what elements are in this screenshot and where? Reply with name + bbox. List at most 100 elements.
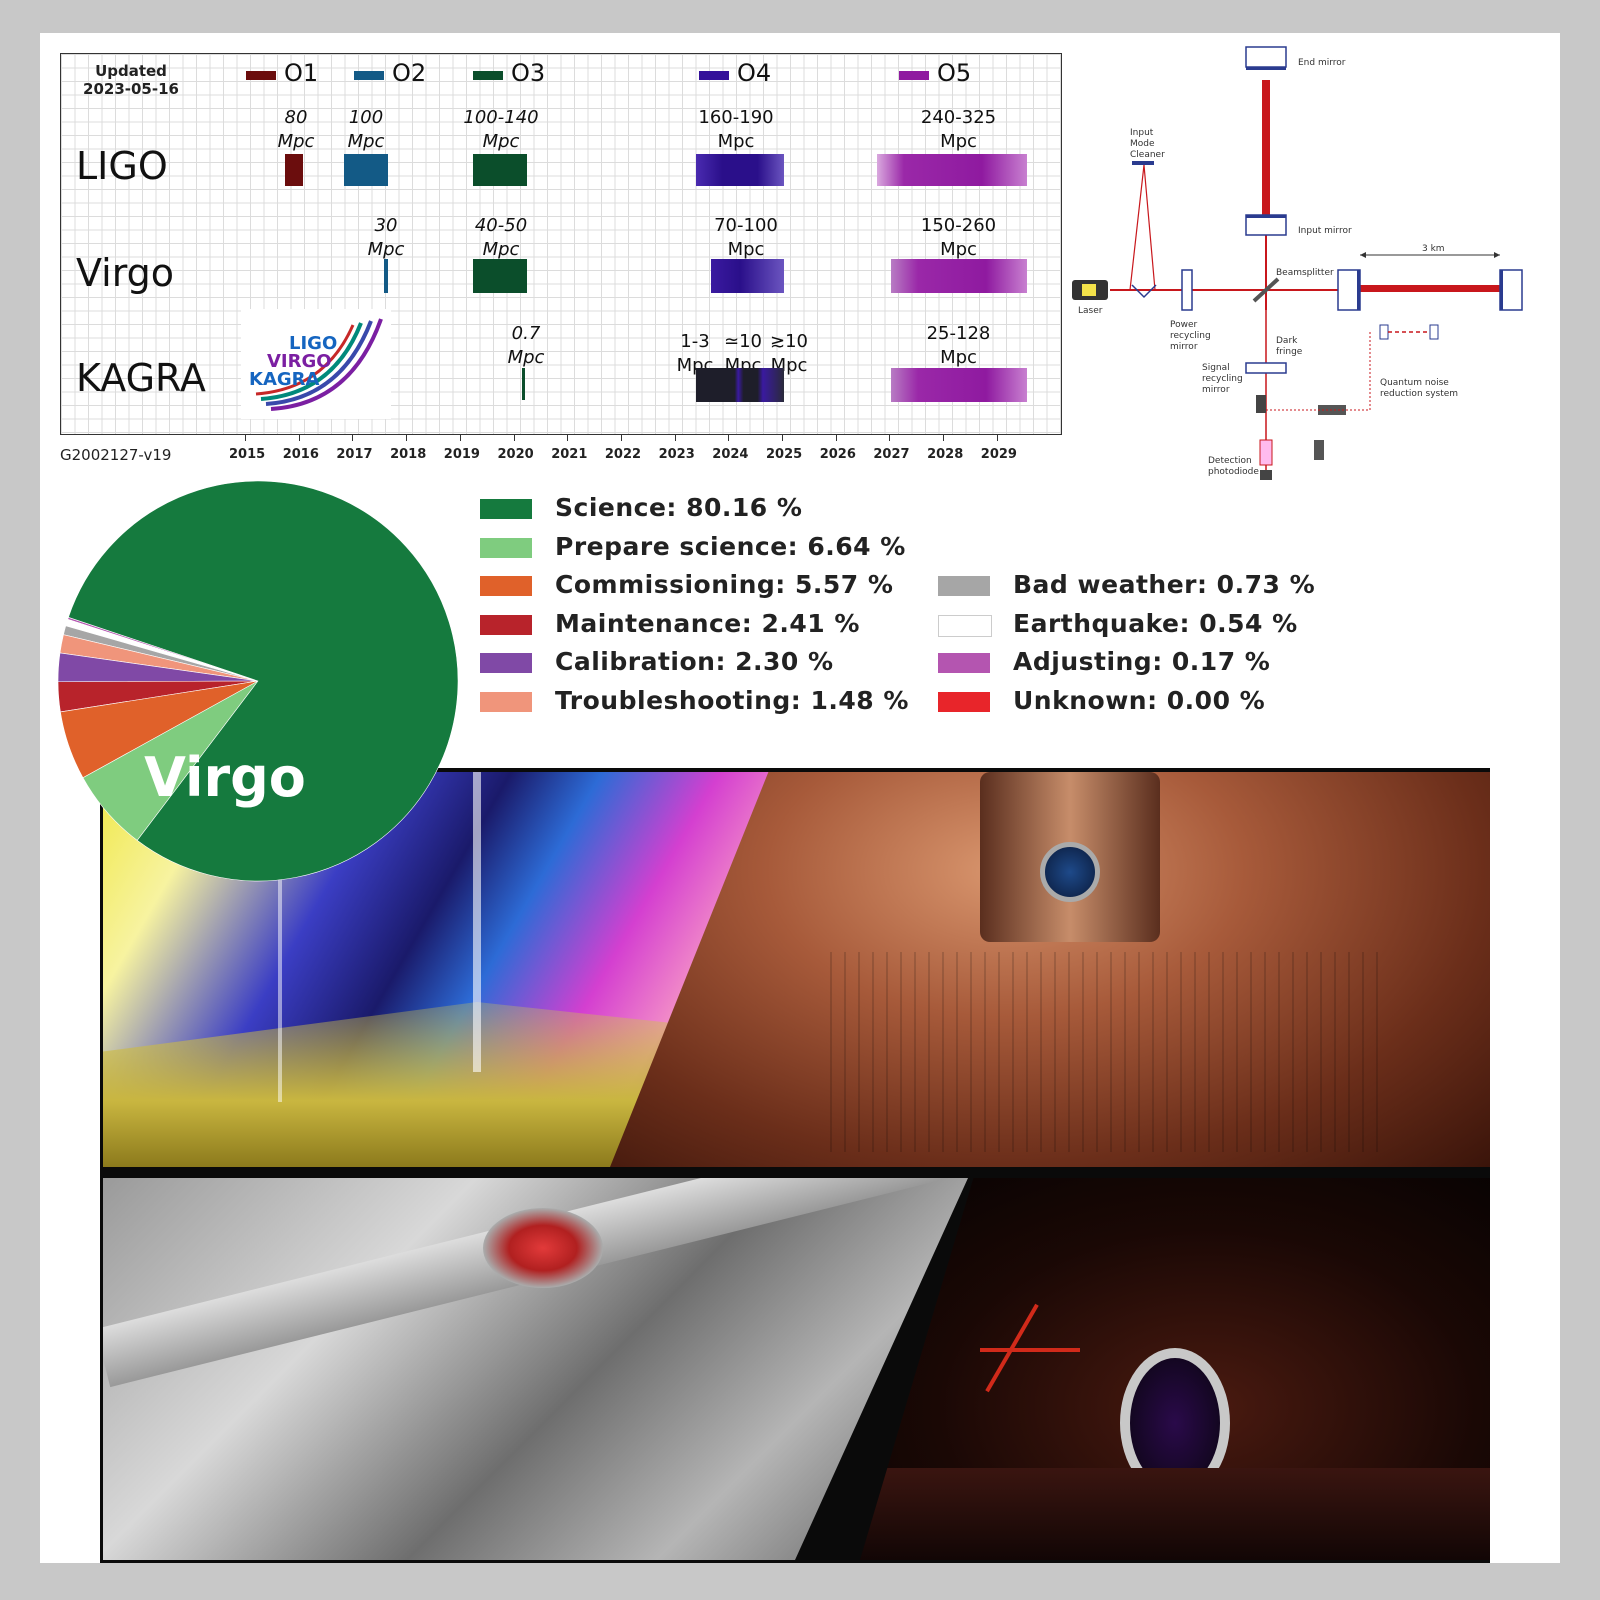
- laser-label: Laser: [1078, 306, 1103, 316]
- pie-legend-swatch: [938, 614, 992, 637]
- year-tick: [513, 435, 515, 441]
- detector-kagra: KAGRA: [76, 356, 206, 400]
- kagra-o3-bar: [522, 368, 525, 400]
- virgo-o4-range: 70-100 Mpc: [714, 215, 778, 260]
- virgo-o4-bar: [711, 259, 784, 293]
- year-label-2020: 2020: [497, 447, 534, 462]
- year-tick: [996, 435, 998, 441]
- pie-legend-swatch: [480, 691, 532, 712]
- virgo-o2-range: 30 Mpc: [367, 215, 405, 260]
- document-id: G2002127-v19: [60, 446, 172, 464]
- year-tick: [620, 435, 622, 441]
- pie-legend-swatch: [938, 653, 990, 673]
- ligo-o2-bar: [344, 154, 388, 186]
- kagra-o5-bar: [891, 368, 1027, 402]
- year-tick: [245, 435, 246, 441]
- year-label-2016: 2016: [282, 447, 319, 462]
- run-legend-swatch-o1: [246, 71, 276, 80]
- pie-legend-label: Commissioning: 5.57 %: [555, 570, 894, 599]
- virgo-pie-chart: Virgo: [57, 480, 459, 882]
- virgo-o3-bar: [473, 259, 527, 293]
- pie-legend-swatch: [480, 499, 532, 519]
- ligo-o4-bar: [696, 154, 784, 186]
- virgo-o5-bar: [891, 259, 1027, 293]
- ligo-o3-range: 100-140 Mpc: [463, 107, 539, 152]
- beamsplitter-label: Beamsplitter: [1276, 268, 1334, 278]
- virgo-o2-bar: [384, 259, 388, 293]
- year-label-2023: 2023: [658, 447, 695, 462]
- ligo-o1-bar: [285, 154, 303, 186]
- updated-date: Updated 2023-05-16: [83, 62, 179, 98]
- year-label-2029: 2029: [980, 447, 1017, 462]
- year-label-2017: 2017: [336, 447, 373, 462]
- pie-slice-science: [68, 480, 459, 882]
- year-tick: [889, 435, 891, 441]
- pie-legend-label: Maintenance: 2.41 %: [555, 608, 860, 638]
- pie-legend-label: Unknown: 0.00 %: [1013, 685, 1266, 715]
- run-legend-swatch-o4: [699, 71, 729, 80]
- pie-legend-swatch: [938, 576, 990, 596]
- pie-legend-label: Earthquake: 0.54 %: [1013, 608, 1298, 638]
- year-tick: [943, 435, 945, 441]
- ligo-o4-range: 160-190 Mpc: [698, 107, 774, 152]
- kagra-o3-range: 0.7 Mpc: [507, 323, 545, 368]
- detector-virgo: Virgo: [76, 251, 175, 295]
- year-label-2022: 2022: [604, 447, 642, 462]
- run-legend-label-o5: O5: [937, 59, 972, 87]
- pie-legend-label: Prepare science: 6.64 %: [555, 531, 906, 561]
- year-label-2028: 2028: [927, 447, 964, 462]
- year-label-2018: 2018: [390, 447, 427, 462]
- year-label-2015: 2015: [229, 447, 266, 462]
- year-tick: [298, 435, 300, 441]
- pie-legend-swatch: [480, 614, 532, 635]
- logo-virgo: VIRGO: [267, 351, 332, 372]
- ligo-o1-range: 80 Mpc: [277, 107, 315, 152]
- run-legend-label-o2: O2: [392, 59, 427, 87]
- run-legend-label-o4: O4: [737, 59, 772, 87]
- suspension-photo: [103, 1178, 968, 1560]
- year-tick: [459, 435, 461, 441]
- input-mirror-label: Input mirror: [1298, 226, 1352, 236]
- pie-legend-swatch: [938, 691, 990, 712]
- virgo-o3-range: 40-50 Mpc: [474, 215, 528, 260]
- kagra-o5-range: 25-128 Mpc: [926, 323, 991, 368]
- ligo-o2-range: 100 Mpc: [347, 107, 385, 152]
- year-tick: [674, 435, 676, 441]
- year-tick: [352, 435, 354, 441]
- year-tick: [728, 435, 730, 441]
- run-legend-swatch-o5: [899, 71, 929, 80]
- year-label-2025: 2025: [766, 447, 803, 462]
- end-mirror-label: End mirror: [1298, 58, 1346, 68]
- detector-ligo: LIGO: [76, 144, 168, 188]
- logo-kagra: KAGRA: [249, 369, 320, 390]
- pie-legend-swatch: [480, 576, 532, 596]
- pie-title: Virgo: [144, 746, 306, 809]
- collaboration-logo: LIGO VIRGO KAGRA: [241, 309, 391, 419]
- run-legend-label-o3: O3: [511, 59, 546, 87]
- logo-ligo: LIGO: [289, 333, 337, 354]
- optical-bench-photo: [610, 772, 1490, 1167]
- kagra-o4-bar: [696, 368, 784, 402]
- year-label-2026: 2026: [819, 447, 856, 462]
- pie-legend-label: Science: 80.16 %: [555, 493, 803, 522]
- pie-legend-label: Adjusting: 0.17 %: [1013, 647, 1271, 676]
- photo-collage: [100, 768, 1490, 1563]
- pie-legend-label: Bad weather: 0.73 %: [1013, 570, 1316, 599]
- pie-legend-swatch: [480, 653, 532, 673]
- virgo-o5-range: 150-260 Mpc: [920, 215, 997, 260]
- year-label-2024: 2024: [712, 447, 749, 462]
- year-label-2021: 2021: [551, 447, 588, 462]
- ligo-o5-bar: [877, 154, 1027, 186]
- run-legend-swatch-o3: [473, 71, 503, 80]
- run-legend-swatch-o2: [354, 71, 384, 80]
- year-label-2019: 2019: [443, 447, 480, 462]
- pie-legend-label: Troubleshooting: 1.48 %: [555, 685, 909, 715]
